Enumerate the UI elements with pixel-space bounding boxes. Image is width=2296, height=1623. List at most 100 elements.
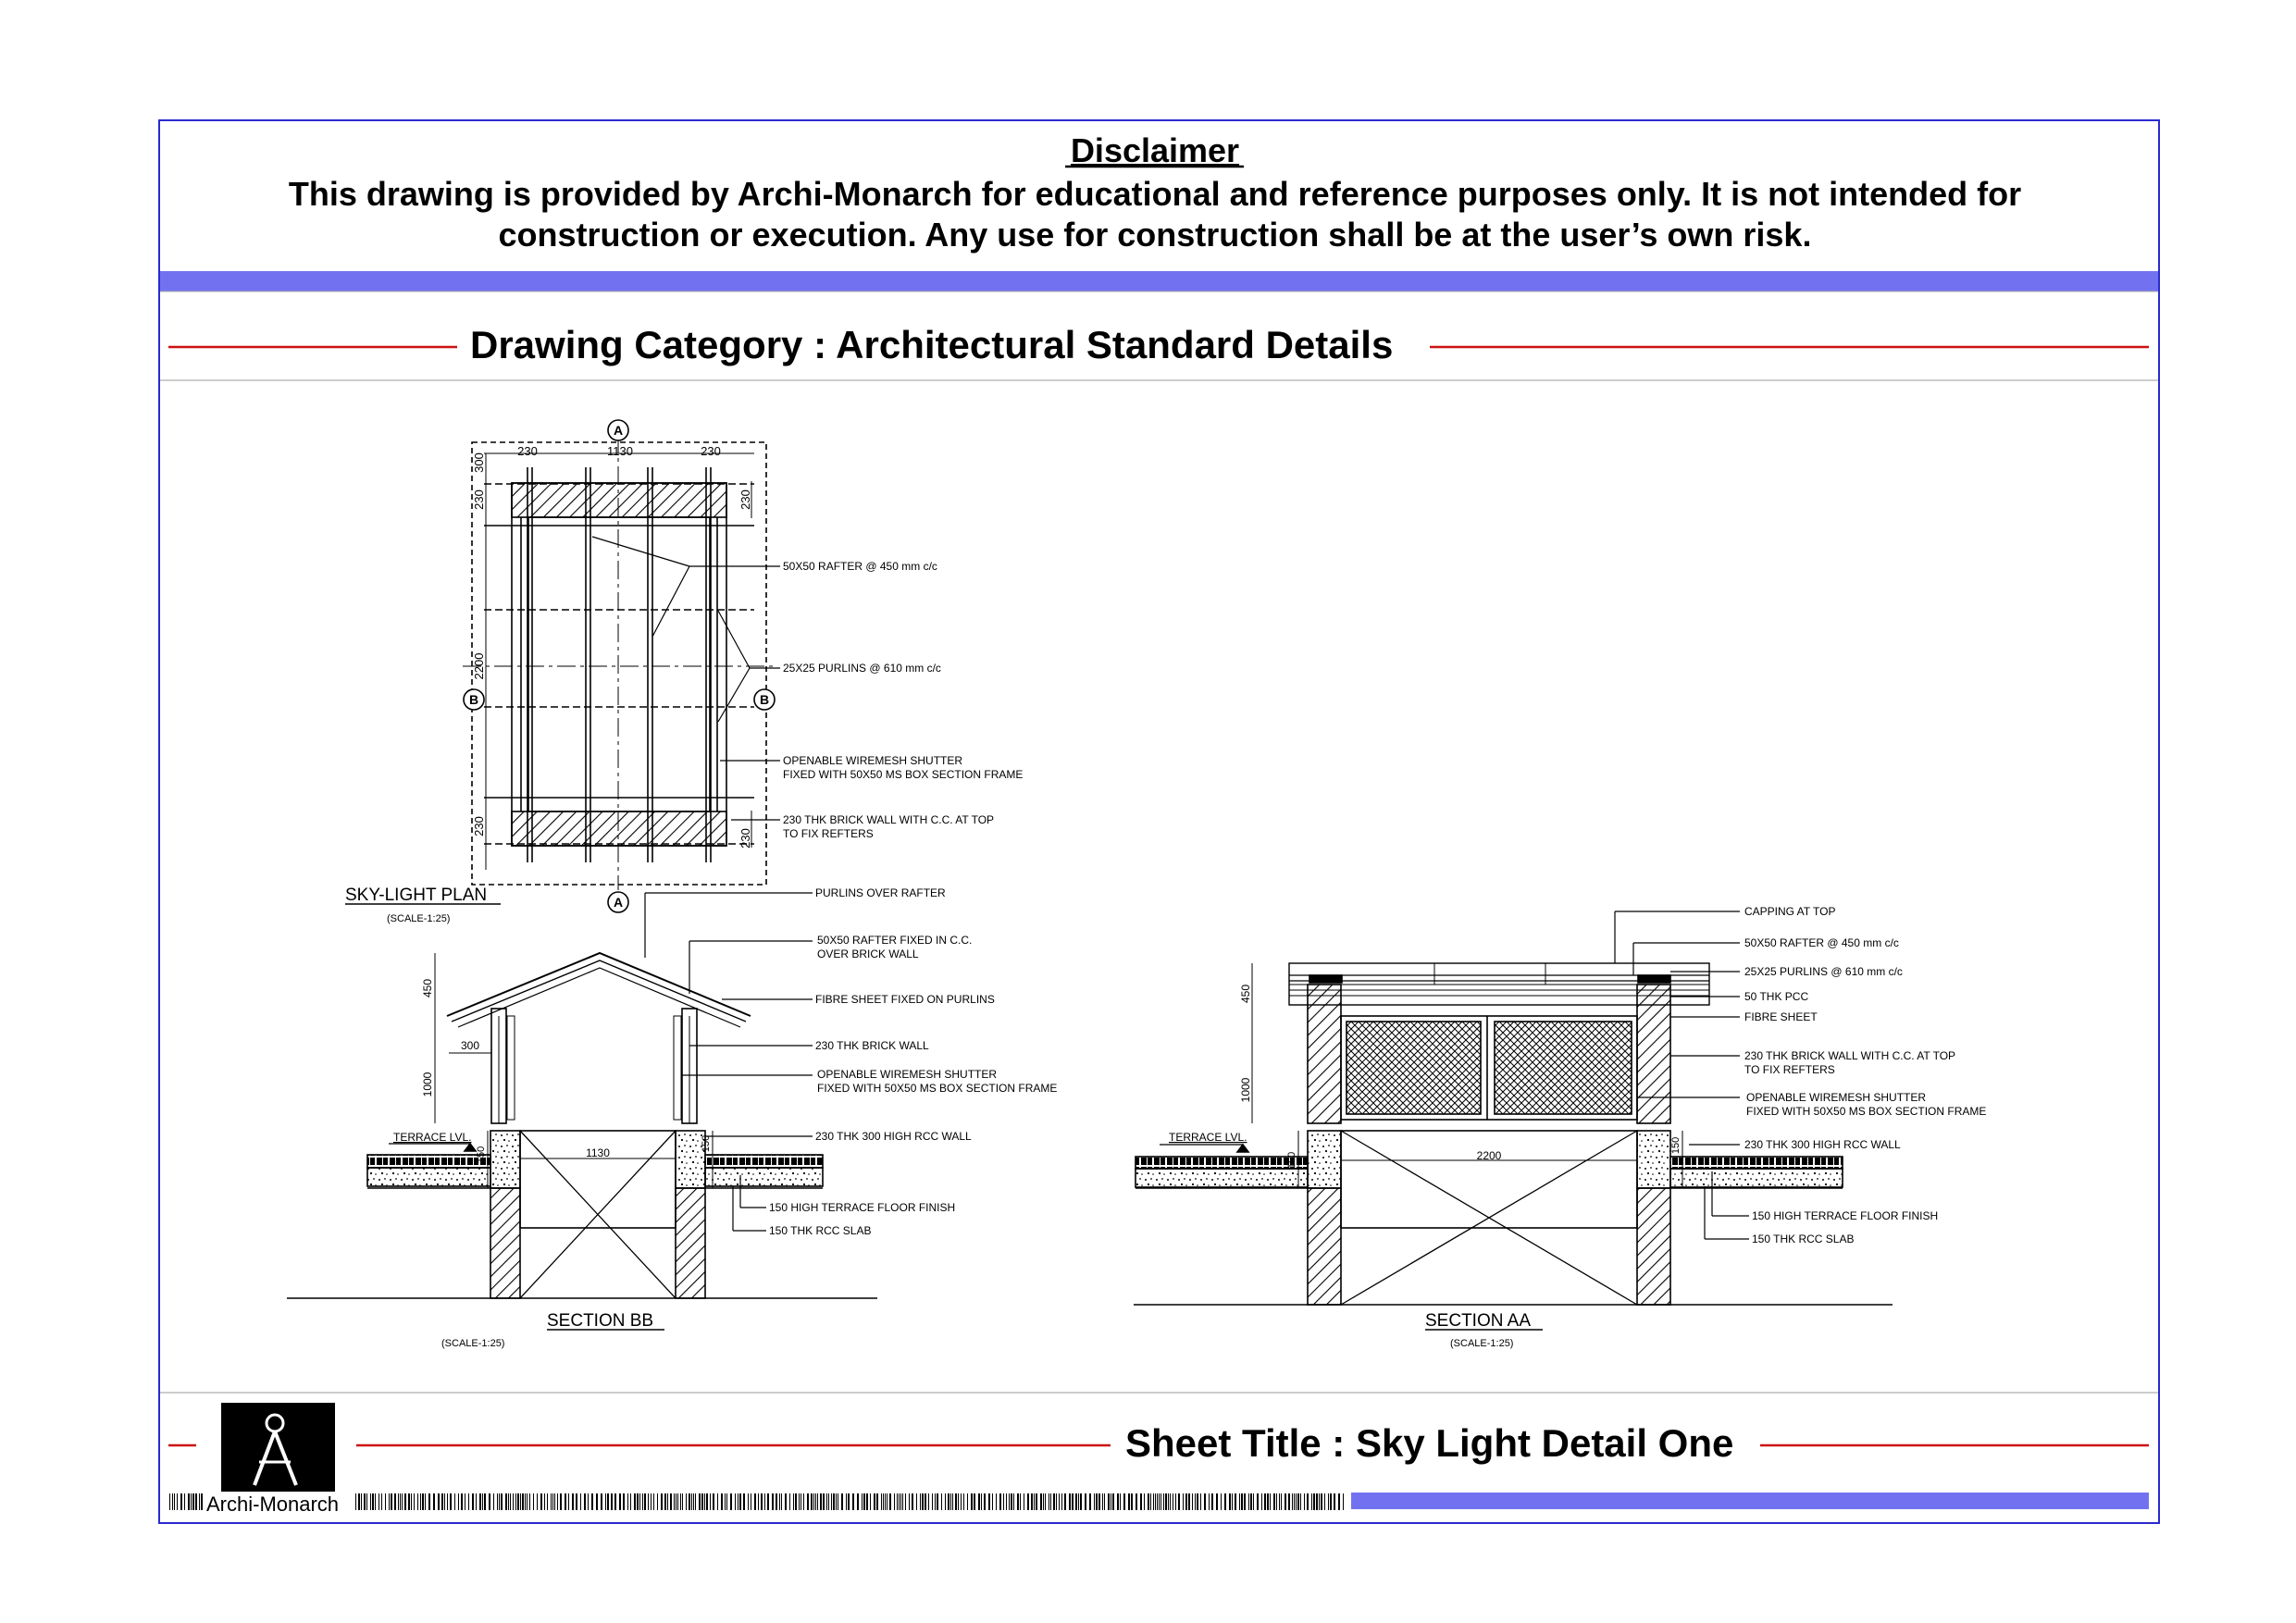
barcode-bar: [644, 1493, 646, 1510]
barcode-bar: [779, 1493, 780, 1510]
barcode-bar: [450, 1493, 452, 1510]
barcode-bar: [670, 1493, 672, 1510]
disclaimer-band: [160, 271, 2158, 291]
barcode-bar: [1020, 1493, 1021, 1510]
barcode-bar: [607, 1493, 609, 1510]
barcode-bar: [1250, 1493, 1252, 1510]
barcode-bar: [1204, 1493, 1206, 1510]
barcode-bar: [169, 1493, 170, 1510]
barcode-bar: [482, 1493, 483, 1510]
barcode-bar: [846, 1493, 847, 1510]
barcode-bar: [1069, 1493, 1071, 1510]
barcode-bar: [180, 1493, 182, 1510]
barcode-bar: [1155, 1493, 1156, 1510]
barcode-bar: [799, 1493, 800, 1510]
barcode-bar: [653, 1493, 654, 1510]
barcode-bar: [1059, 1493, 1060, 1510]
barcode-bar: [1273, 1493, 1275, 1510]
barcode-bar: [831, 1493, 832, 1510]
barcode-bar: [1216, 1493, 1218, 1510]
barcode-bar: [1128, 1493, 1130, 1510]
barcode-bar: [1131, 1493, 1133, 1510]
barcode-bar: [1321, 1493, 1322, 1510]
barcode-bar: [441, 1493, 443, 1510]
barcode-bar: [177, 1493, 178, 1510]
sheet-title: Sheet Title : Sky Light Detail One: [1125, 1421, 1733, 1465]
barcode-bar: [596, 1493, 598, 1510]
bb-label-rafter-1: 50X50 RAFTER FIXED IN C.C.: [817, 934, 972, 947]
barcode-bar: [648, 1493, 649, 1510]
barcode-bar: [811, 1493, 813, 1510]
bb-dim-overhang: 300: [461, 1039, 479, 1052]
barcode-bar: [695, 1493, 696, 1510]
barcode-bar: [978, 1493, 980, 1510]
barcode-bar: [1170, 1493, 1171, 1510]
barcode-bar: [1089, 1493, 1091, 1510]
barcode-bar: [841, 1493, 843, 1510]
barcode-bar: [899, 1493, 900, 1510]
section-aa: [1134, 911, 1893, 1306]
barcode-bar: [505, 1493, 507, 1510]
barcode-bar: [999, 1493, 1001, 1510]
barcode-bar: [689, 1493, 690, 1510]
barcode-bar: [572, 1493, 574, 1510]
barcode-bar: [950, 1493, 951, 1510]
barcode-bar: [551, 1493, 552, 1510]
barcode-bar: [1061, 1493, 1062, 1510]
barcode-bar: [1232, 1493, 1233, 1510]
bb-label-floor: 150 HIGH TERRACE FLOOR FINISH: [769, 1201, 955, 1214]
barcode-bar: [1330, 1493, 1332, 1510]
sheet-frame: [158, 119, 2160, 1524]
bb-label-wall: 230 THK BRICK WALL: [815, 1039, 929, 1052]
barcode-bar: [852, 1493, 854, 1510]
barcode-bar: [552, 1493, 553, 1510]
barcode-bar: [461, 1493, 463, 1510]
barcode-bar: [1120, 1493, 1121, 1510]
barcode-bar: [1036, 1493, 1037, 1510]
aa-label-rafter: 50X50 RAFTER @ 450 mm c/c: [1744, 936, 1899, 949]
barcode-bar: [857, 1493, 859, 1510]
barcode-bar: [1034, 1493, 1035, 1510]
barcode-bar: [560, 1493, 562, 1510]
barcode-bar: [870, 1493, 871, 1510]
barcode-bar: [793, 1493, 794, 1510]
barcode-bar: [1108, 1493, 1110, 1510]
barcode-bar: [458, 1493, 459, 1510]
aa-label-wall-2: TO FIX REFTERS: [1744, 1063, 1835, 1076]
barcode-bar: [1160, 1493, 1161, 1510]
barcode-bar: [967, 1493, 968, 1510]
barcode-bar: [1209, 1493, 1210, 1510]
barcode-bar: [761, 1493, 763, 1510]
aa-label-wall-1: 230 THK BRICK WALL WITH C.C. AT TOP: [1744, 1049, 1955, 1062]
barcode-bar: [1168, 1493, 1169, 1510]
barcode-bar: [905, 1493, 906, 1510]
barcode-bar: [1195, 1493, 1196, 1510]
barcode-bar: [701, 1493, 703, 1510]
barcode-bar: [881, 1493, 882, 1510]
barcode-bar: [862, 1493, 863, 1510]
barcode-bar: [184, 1493, 185, 1510]
barcode-bar: [710, 1493, 711, 1510]
barcode-bar: [192, 1493, 194, 1510]
barcode-bar: [691, 1493, 692, 1510]
barcode-bar: [447, 1493, 448, 1510]
bb-dim-curb-2: 150: [701, 1135, 712, 1152]
barcode-bar: [355, 1493, 356, 1510]
disclaimer-line-1: This drawing is provided by Archi-Monarc…: [289, 175, 2021, 213]
barcode-bar: [364, 1493, 366, 1510]
barcode-bar: [402, 1493, 403, 1510]
barcode-bar: [992, 1493, 993, 1510]
plan-label-shutter-1: OPENABLE WIREMESH SHUTTER: [783, 754, 962, 767]
barcode-bar: [438, 1493, 440, 1510]
barcode-bar: [920, 1493, 921, 1510]
barcode-bar: [489, 1493, 490, 1510]
barcode-bar: [1072, 1493, 1074, 1510]
barcode-bar: [642, 1493, 643, 1510]
barcode-bar: [605, 1493, 606, 1510]
barcode-bar: [623, 1493, 625, 1510]
barcode-bar: [1316, 1493, 1318, 1510]
barcode-bar: [454, 1493, 455, 1510]
bb-scale: (SCALE-1:25): [441, 1338, 504, 1349]
barcode-bar: [1304, 1493, 1305, 1510]
